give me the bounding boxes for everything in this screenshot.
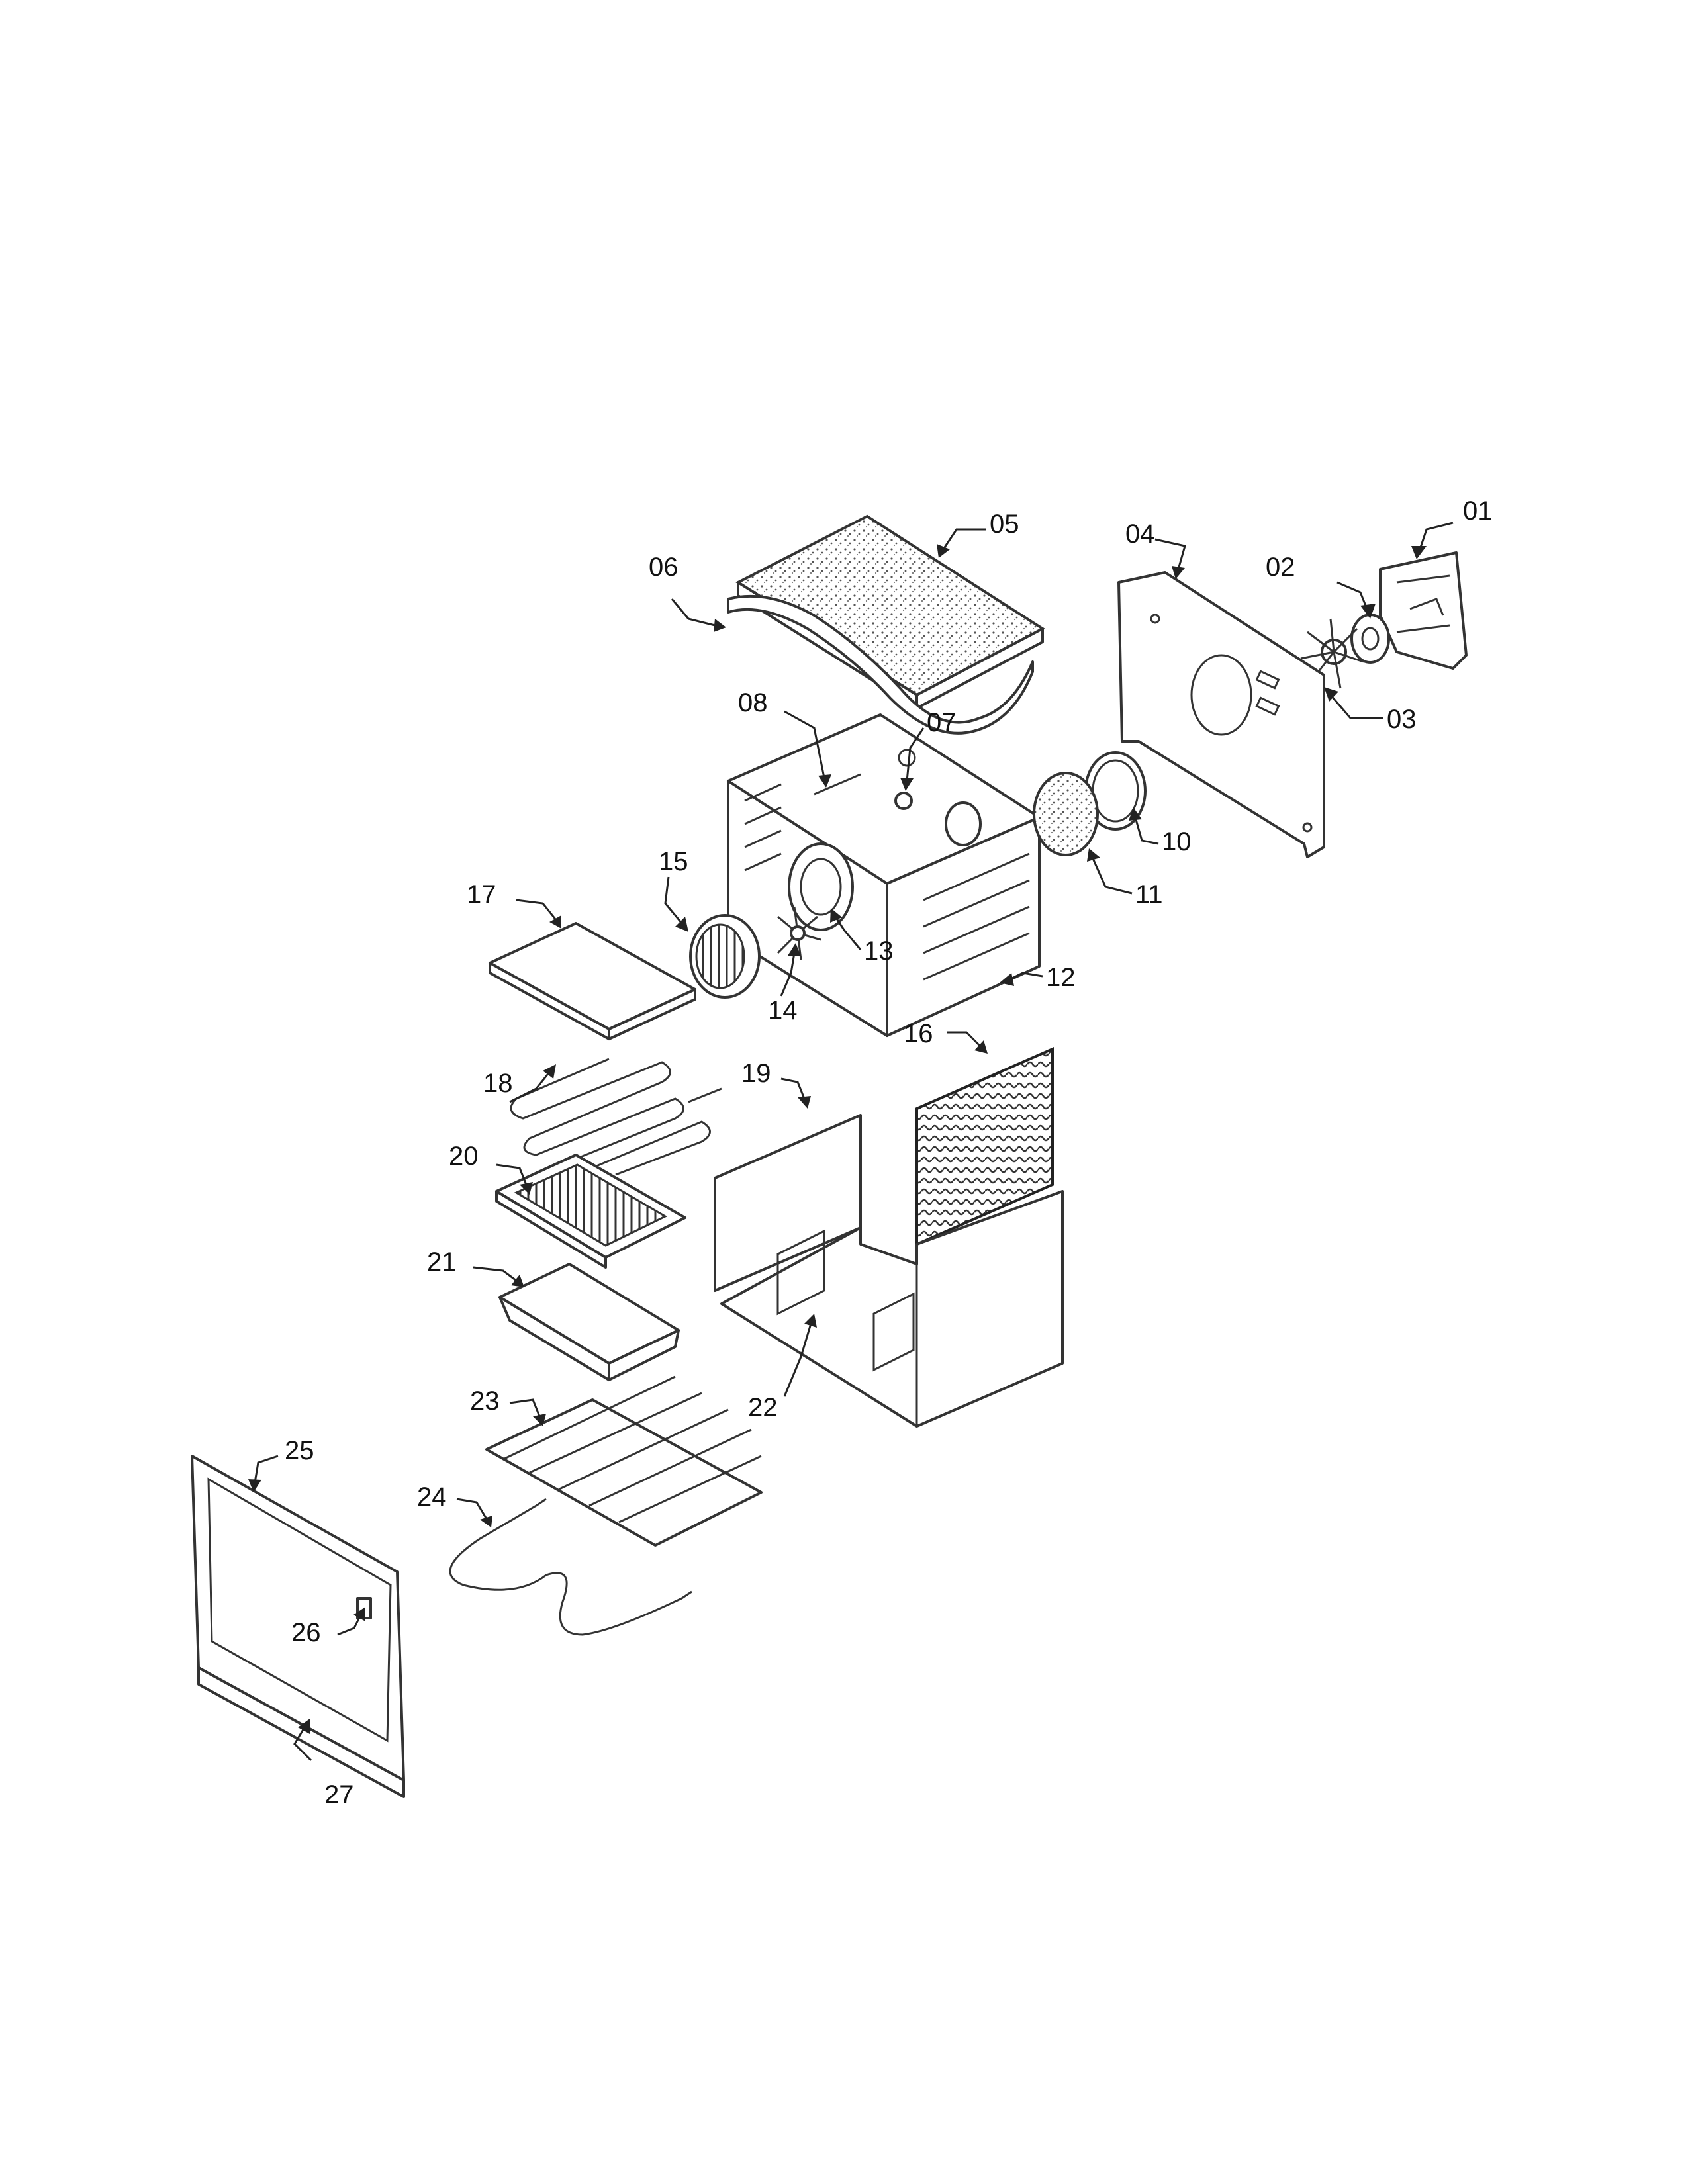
callout-27: 27 bbox=[324, 1780, 354, 1809]
leader-lines bbox=[248, 522, 1454, 1762]
callout-22: 22 bbox=[748, 1393, 778, 1422]
callout-18: 18 bbox=[483, 1069, 513, 1098]
callout-14: 14 bbox=[768, 996, 798, 1025]
callout-08: 08 bbox=[738, 688, 768, 717]
oven-rack bbox=[485, 1375, 763, 1547]
rear-fan-guard bbox=[1033, 772, 1099, 856]
outer-cabinet-base bbox=[720, 1190, 1064, 1428]
broil-element bbox=[510, 1058, 722, 1176]
callout-25: 25 bbox=[285, 1436, 314, 1465]
callout-24: 24 bbox=[417, 1482, 447, 1512]
callout-17: 17 bbox=[467, 880, 496, 909]
callout-11: 11 bbox=[1135, 880, 1163, 909]
broil-pan-grid bbox=[495, 1154, 686, 1269]
callout-13: 13 bbox=[864, 936, 894, 966]
callout-03: 03 bbox=[1387, 705, 1417, 734]
rear-panel bbox=[1117, 571, 1325, 858]
callout-23: 23 bbox=[470, 1387, 500, 1416]
callout-04: 04 bbox=[1125, 520, 1155, 549]
oven-insulation-wrap bbox=[727, 594, 1034, 735]
callout-21: 21 bbox=[427, 1248, 457, 1277]
cavity-fan-blade bbox=[776, 906, 821, 960]
fan-motor-bracket bbox=[1379, 551, 1468, 670]
callout-15: 15 bbox=[659, 847, 688, 876]
fan-cover-grille bbox=[689, 914, 761, 999]
callout-02: 02 bbox=[1266, 553, 1295, 582]
callout-12: 12 bbox=[1046, 963, 1076, 992]
callout-07: 07 bbox=[927, 708, 957, 737]
callout-06: 06 bbox=[649, 553, 679, 582]
fan-motor-hub bbox=[1350, 614, 1390, 664]
broil-pan bbox=[498, 1263, 680, 1381]
bake-element bbox=[449, 1498, 692, 1636]
callout-01: 01 bbox=[1463, 496, 1493, 525]
callout-labels: 01 02 03 04 05 06 07 08 10 11 12 13 14 1… bbox=[285, 496, 1493, 1809]
callout-16: 16 bbox=[904, 1019, 933, 1048]
oven-cavity bbox=[727, 713, 1041, 1037]
callout-05: 05 bbox=[990, 510, 1019, 539]
callout-19: 19 bbox=[741, 1059, 771, 1088]
callout-20: 20 bbox=[449, 1142, 479, 1171]
callout-10: 10 bbox=[1162, 827, 1192, 856]
callout-26: 26 bbox=[291, 1618, 321, 1647]
convection-fan-blade bbox=[1300, 618, 1364, 689]
oven-bottom-panel bbox=[489, 922, 696, 1040]
side-insulation-batt bbox=[915, 1046, 1054, 1247]
